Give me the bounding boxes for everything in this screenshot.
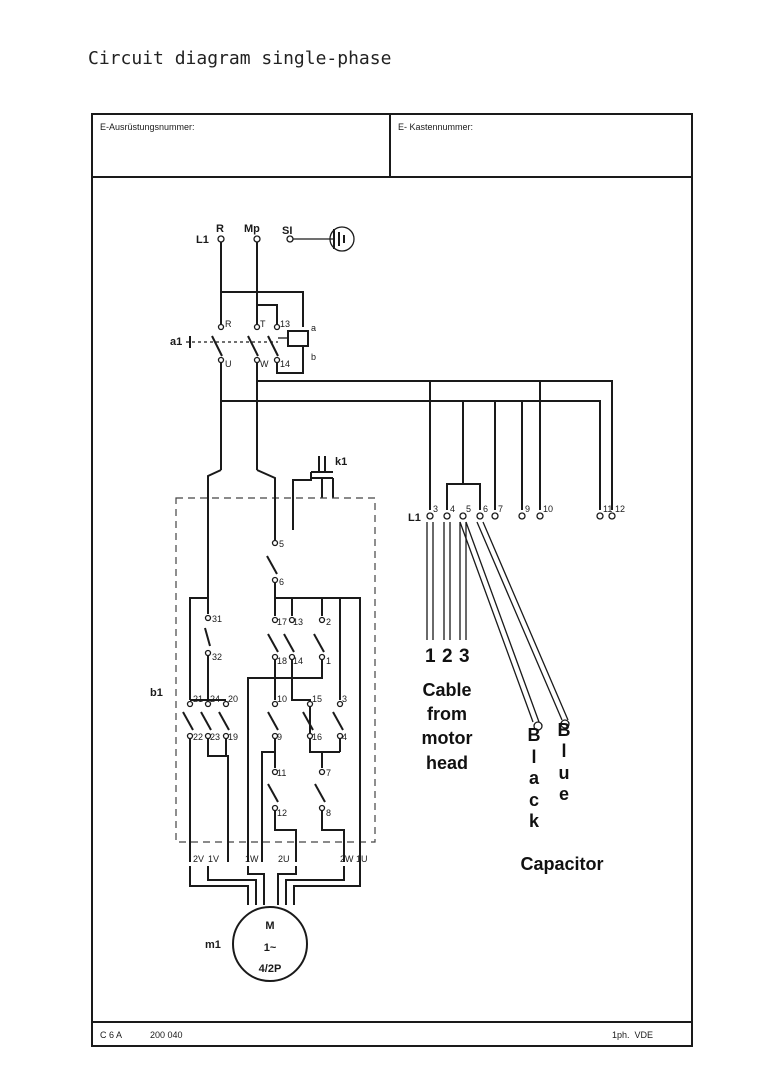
cable-number-2: 2 bbox=[442, 646, 453, 667]
blue-letter-3: u bbox=[559, 763, 570, 783]
blue-letter-1: B bbox=[558, 720, 571, 740]
cable-text-line-4: head bbox=[426, 753, 468, 773]
black-letter-4: c bbox=[529, 790, 539, 810]
box-number-label: E- Kastennummer: bbox=[398, 122, 473, 132]
mp-terminal-label: Mp bbox=[244, 223, 260, 235]
black-letter-3: a bbox=[529, 768, 540, 788]
motor-cable bbox=[426, 522, 467, 640]
terminal-11: 11 bbox=[603, 504, 612, 514]
blue-letter-2: l bbox=[561, 741, 566, 761]
r-terminal bbox=[217, 235, 225, 243]
earth-icon bbox=[293, 226, 355, 252]
contact-16: 16 bbox=[312, 732, 322, 742]
contact-3: 3 bbox=[342, 694, 347, 704]
cable-text-line-3: motor bbox=[422, 728, 473, 748]
si-terminal-label: SI bbox=[282, 225, 292, 237]
contactor-a1-label: a1 bbox=[170, 336, 182, 348]
contact-12: 12 bbox=[277, 808, 287, 818]
drawing-frame bbox=[91, 113, 693, 1047]
contact-22: 22 bbox=[193, 732, 203, 742]
contact-32: 32 bbox=[212, 652, 222, 662]
cable-number-1: 1 bbox=[425, 646, 436, 667]
contact-24: 24 bbox=[210, 694, 220, 704]
contact-10: 10 bbox=[277, 694, 287, 704]
contact-11: 11 bbox=[277, 768, 286, 778]
contact-13: 13 bbox=[293, 617, 303, 627]
contact-19: 19 bbox=[228, 732, 238, 742]
black-letter-5: k bbox=[529, 811, 540, 831]
motor-m1-label: m1 bbox=[205, 939, 221, 951]
contact-20: 20 bbox=[228, 694, 238, 704]
contact-9: 9 bbox=[277, 732, 282, 742]
switch-b1-label: b1 bbox=[150, 687, 163, 699]
capacitor-k1-label: k1 bbox=[335, 456, 347, 468]
coil-b-label: b bbox=[311, 352, 316, 362]
terminal-12: 12 bbox=[615, 504, 625, 514]
terminal-strip-label: L1 bbox=[408, 512, 421, 524]
lead-2U: 2U bbox=[278, 854, 290, 864]
terminal-6: 6 bbox=[483, 504, 488, 514]
contact-2: 2 bbox=[326, 617, 331, 627]
a1-terminal-R: R bbox=[225, 319, 232, 329]
cable-text-line-2: from bbox=[427, 704, 467, 724]
lead-2W: 2W bbox=[340, 854, 354, 864]
terminal-7: 7 bbox=[498, 504, 503, 514]
contact-7: 7 bbox=[326, 768, 331, 778]
a1-terminal-14: 14 bbox=[280, 359, 290, 369]
terminal-4: 4 bbox=[450, 504, 455, 514]
black-letter-2: l bbox=[531, 747, 536, 767]
capacitor-label: Capacitor bbox=[520, 854, 603, 874]
capacitor-k1-icon bbox=[311, 456, 333, 498]
terminal-10: 10 bbox=[543, 504, 553, 514]
equipment-number-label: E-Ausrüstungsnummer: bbox=[100, 122, 195, 132]
a1-terminal-W: W bbox=[260, 359, 269, 369]
coil-a-label: a bbox=[311, 323, 316, 333]
contact-15: 15 bbox=[312, 694, 322, 704]
lead-2V: 2V bbox=[193, 854, 204, 864]
a1-terminal-T: T bbox=[260, 319, 266, 329]
contact-31: 31 bbox=[212, 614, 222, 624]
cable-number-3: 3 bbox=[459, 646, 470, 667]
footer-number: 200 040 bbox=[150, 1030, 183, 1040]
a1-terminal-U: U bbox=[225, 359, 232, 369]
a1-terminal-13: 13 bbox=[280, 319, 290, 329]
terminal-3: 3 bbox=[433, 504, 438, 514]
motor-spec: 1~ bbox=[264, 942, 277, 954]
lead-1W: 1W bbox=[245, 854, 259, 864]
contact-4: 4 bbox=[342, 732, 347, 742]
cable-text-line-1: Cable bbox=[422, 680, 471, 700]
terminal-5: 5 bbox=[466, 504, 471, 514]
motor-poles: 4/2P bbox=[259, 963, 282, 975]
contact-1: 1 bbox=[326, 656, 331, 666]
footer-standard: 1ph. VDE bbox=[612, 1030, 653, 1040]
a1-coil bbox=[287, 330, 309, 347]
contact-18: 18 bbox=[277, 656, 287, 666]
r-terminal-label: R bbox=[216, 223, 224, 235]
contact-5: 5 bbox=[279, 539, 284, 549]
contact-23: 23 bbox=[210, 732, 220, 742]
contact-6: 6 bbox=[279, 577, 284, 587]
motor-icon bbox=[232, 906, 308, 982]
lead-1U: 1U bbox=[356, 854, 368, 864]
contact-21: 21 bbox=[193, 694, 203, 704]
black-letter-1: B bbox=[528, 725, 541, 745]
si-terminal bbox=[286, 235, 294, 243]
blue-letter-4: e bbox=[559, 784, 569, 804]
mp-terminal bbox=[253, 235, 261, 243]
terminal-9: 9 bbox=[525, 504, 530, 514]
page-title: Circuit diagram single-phase bbox=[88, 48, 391, 69]
contact-14: 14 bbox=[293, 656, 303, 666]
footer-code: C 6 A bbox=[100, 1030, 122, 1040]
l1-supply-label: L1 bbox=[196, 234, 209, 246]
contact-17: 17 bbox=[277, 617, 287, 627]
contact-8: 8 bbox=[326, 808, 331, 818]
capacitor-leads bbox=[459, 521, 570, 731]
terminal-strip bbox=[426, 512, 616, 520]
lead-1V: 1V bbox=[208, 854, 219, 864]
motor-name: M bbox=[265, 920, 274, 932]
